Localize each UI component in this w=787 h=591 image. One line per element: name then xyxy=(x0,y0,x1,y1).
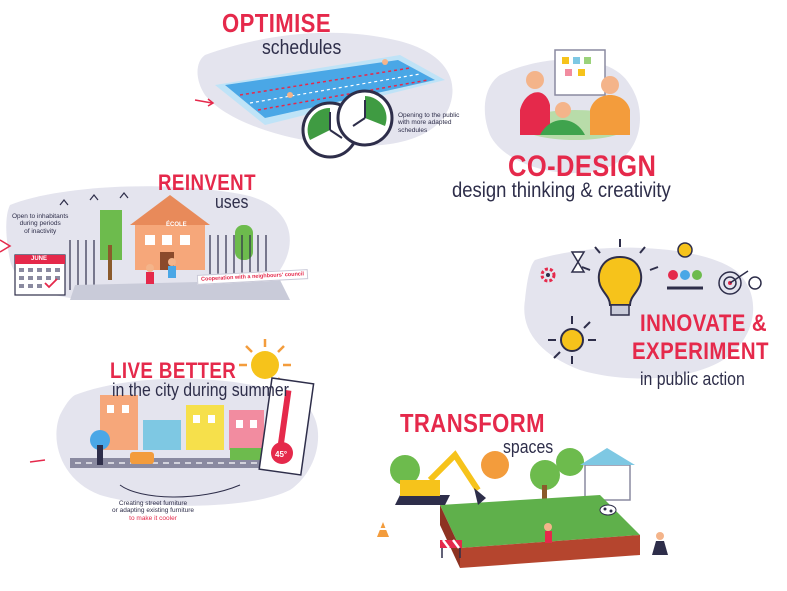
reinvent-title: REINVENT xyxy=(158,170,256,195)
calendar-icon xyxy=(14,254,66,296)
transform-subtitle: spaces xyxy=(503,437,554,457)
codesign-illustration xyxy=(520,49,630,140)
transform-title: TRANSFORM xyxy=(400,408,546,438)
barrier-icon xyxy=(440,539,462,558)
lightbulb-icon xyxy=(581,239,659,316)
innovate-title-line2: EXPERIMENT xyxy=(632,338,769,365)
optimise-subtitle: schedules xyxy=(262,37,342,59)
codesign-title: CO-DESIGN xyxy=(508,150,657,183)
optimise-title: OPTIMISE xyxy=(222,8,332,38)
thermometer-icon xyxy=(258,377,315,476)
livebetter-note: Creating street furniture or adapting ex… xyxy=(112,500,195,522)
innovate-title-line1: INNOVATE & xyxy=(640,310,768,337)
optimise-note: Opening to the public with more adapted … xyxy=(398,112,460,134)
livebetter-subtitle: in the city during summer xyxy=(112,380,289,400)
school-sign: ÉCOLE xyxy=(166,222,187,228)
sun-icon xyxy=(239,339,291,385)
team-icon xyxy=(667,242,703,290)
construction-illustration xyxy=(377,448,668,568)
clock-icon xyxy=(336,89,394,147)
hourglass-icon xyxy=(570,251,586,273)
codesign-subtitle: design thinking & creativity xyxy=(452,179,671,202)
livebetter-title: LIVE BETTER xyxy=(110,358,237,383)
arrow-icon xyxy=(0,239,12,253)
reinvent-subtitle: uses xyxy=(215,192,249,212)
euro-icon xyxy=(748,276,762,290)
sun-icon xyxy=(548,316,596,364)
dog-icon xyxy=(599,504,617,516)
city-illustration xyxy=(29,339,300,468)
innovate-subtitle: in public action xyxy=(640,369,745,389)
calendar-month: JUNE xyxy=(31,256,48,262)
gear-icon xyxy=(540,267,556,283)
target-icon xyxy=(718,270,749,295)
traffic-cone-icon xyxy=(377,522,389,537)
thermometer-label: 45° xyxy=(275,450,288,459)
school-illustration xyxy=(59,192,290,300)
reinvent-note: Open to inhabitants during periods of in… xyxy=(12,213,69,235)
pool-illustration xyxy=(194,55,445,125)
